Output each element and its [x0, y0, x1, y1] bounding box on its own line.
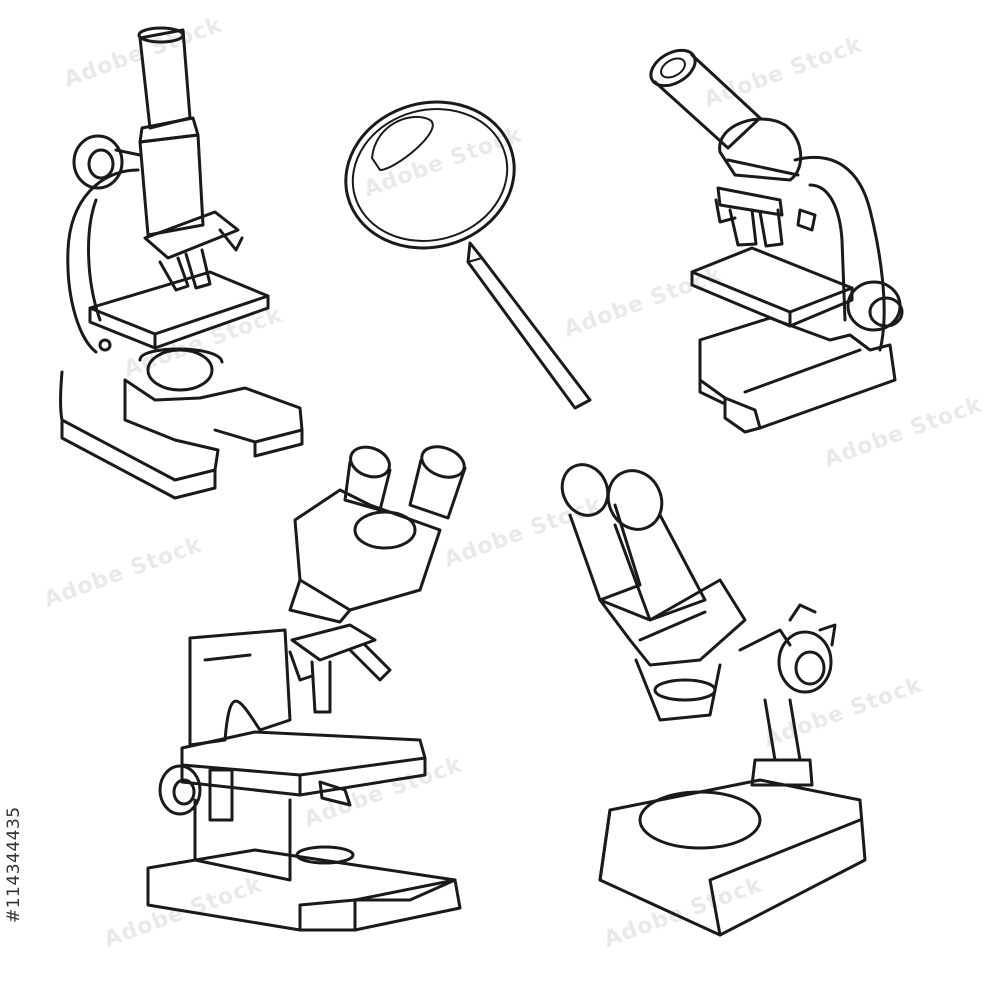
microscope-icon [649, 48, 904, 434]
microscope-icon [146, 445, 467, 932]
stereo-microscope [560, 463, 867, 937]
magnifying-glass [344, 100, 592, 410]
microscope-icon [560, 463, 867, 937]
binocular-compound-microscope [146, 445, 467, 932]
student-microscope [59, 26, 304, 500]
microscope-icon [59, 26, 304, 500]
monocular-microscope [649, 48, 904, 434]
magnifier-icon [344, 100, 592, 410]
stock-id-label: #114344435 [4, 806, 24, 924]
